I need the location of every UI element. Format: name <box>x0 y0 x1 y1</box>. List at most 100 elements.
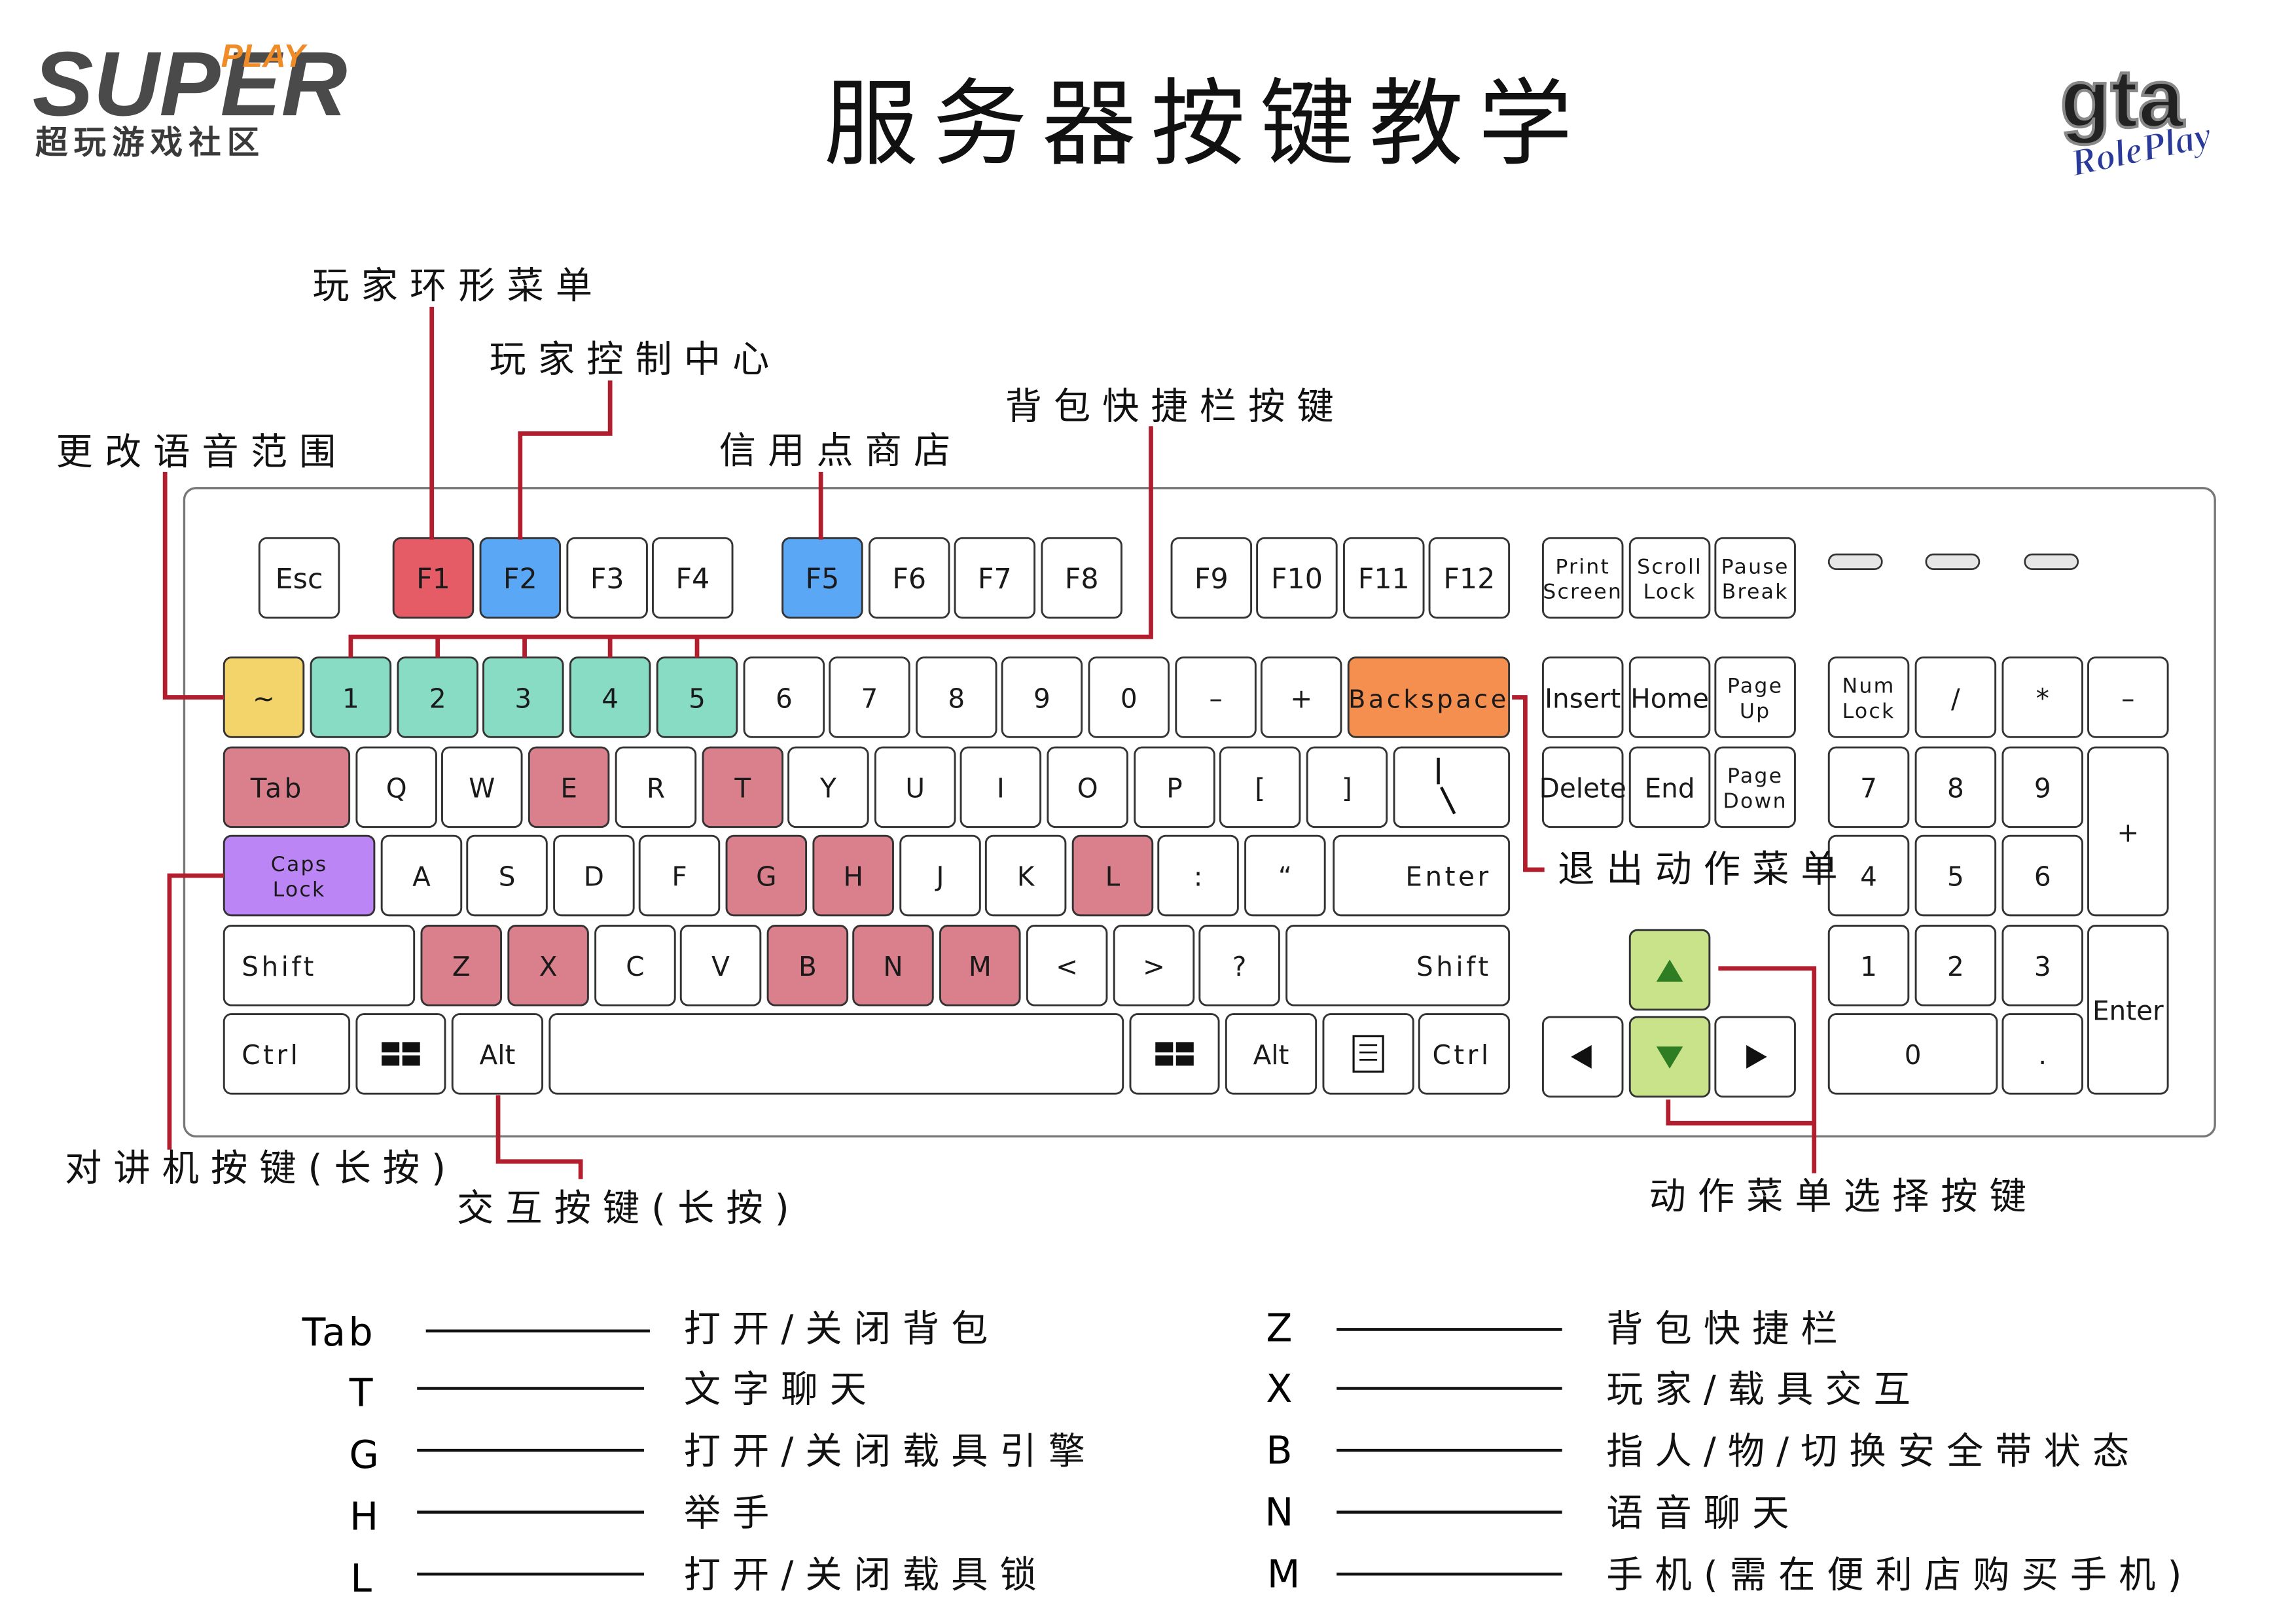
less-than-key[interactable]: < <box>1026 925 1108 1007</box>
left-ctrl-key[interactable]: Ctrl <box>223 1013 351 1095</box>
left-shift-key[interactable]: Shift <box>223 925 416 1007</box>
digit-7-key[interactable]: 7 <box>829 656 910 738</box>
quote-key[interactable]: “ <box>1244 834 1326 917</box>
colon-key[interactable]: : <box>1157 834 1239 917</box>
arrow-right-key[interactable] <box>1714 1016 1796 1098</box>
v-key[interactable]: V <box>679 925 762 1007</box>
s-key[interactable]: S <box>466 834 548 917</box>
q-key[interactable]: Q <box>355 746 437 829</box>
digit-0-key[interactable]: 0 <box>1088 656 1170 738</box>
numpad-1-key[interactable]: 1 <box>1827 925 1910 1007</box>
numpad-2-key[interactable]: 2 <box>1914 925 1997 1007</box>
right-alt-key[interactable]: Alt <box>1225 1013 1318 1095</box>
f9-key[interactable]: F9 <box>1170 537 1253 619</box>
digit-6-key[interactable]: 6 <box>743 656 825 738</box>
right-windows-key[interactable] <box>1129 1013 1220 1095</box>
numpad-0-key[interactable]: 0 <box>1827 1013 1998 1095</box>
a-key[interactable]: A <box>380 834 463 917</box>
f7-key[interactable]: F7 <box>954 537 1036 619</box>
numpad-3-key[interactable]: 3 <box>2001 925 2083 1007</box>
f5-key[interactable]: F5 <box>781 537 863 619</box>
numpad-enter-key[interactable]: Enter <box>2087 925 2169 1095</box>
k-key[interactable]: K <box>984 834 1067 917</box>
f1-key[interactable]: F1 <box>392 537 475 619</box>
digit-1-key[interactable]: 1 <box>310 656 392 738</box>
r-key[interactable]: R <box>615 746 697 829</box>
digit-9-key[interactable]: 9 <box>1001 656 1083 738</box>
f-key[interactable]: F <box>638 834 721 917</box>
numpad-9-key[interactable]: 9 <box>2001 746 2083 829</box>
numpad-star-key[interactable]: * <box>2001 656 2083 738</box>
f6-key[interactable]: F6 <box>868 537 950 619</box>
right-bracket-key[interactable]: ] <box>1306 746 1388 829</box>
home-key[interactable]: Home <box>1628 656 1711 738</box>
end-key[interactable]: End <box>1628 746 1711 829</box>
numpad-dot-key[interactable]: . <box>2001 1013 2083 1095</box>
d-key[interactable]: D <box>553 834 635 917</box>
y-key[interactable]: Y <box>787 746 869 829</box>
arrow-left-key[interactable] <box>1541 1016 1624 1098</box>
o-key[interactable]: O <box>1047 746 1128 829</box>
f8-key[interactable]: F8 <box>1041 537 1122 619</box>
numpad-7-key[interactable]: 7 <box>1827 746 1910 829</box>
f3-key[interactable]: F3 <box>566 537 648 619</box>
numpad-minus-key[interactable]: – <box>2087 656 2169 738</box>
f12-key[interactable]: F12 <box>1428 537 1511 619</box>
i-key[interactable]: I <box>960 746 1042 829</box>
n-key[interactable]: N <box>852 925 934 1007</box>
question-key[interactable]: ? <box>1198 925 1280 1007</box>
digit-3-key[interactable]: 3 <box>482 656 564 738</box>
arrow-up-key[interactable] <box>1628 929 1711 1011</box>
left-windows-key[interactable] <box>355 1013 446 1095</box>
f11-key[interactable]: F11 <box>1342 537 1425 619</box>
left-bracket-key[interactable]: [ <box>1219 746 1301 829</box>
f2-key[interactable]: F2 <box>479 537 562 619</box>
numpad-6-key[interactable]: 6 <box>2001 834 2083 917</box>
digit-2-key[interactable]: 2 <box>397 656 478 738</box>
p-key[interactable]: P <box>1134 746 1215 829</box>
c-key[interactable]: C <box>594 925 676 1007</box>
j-key[interactable]: J <box>899 834 981 917</box>
right-ctrl-key[interactable]: Ctrl <box>1418 1013 1511 1095</box>
digit-4-key[interactable]: 4 <box>569 656 651 738</box>
u-key[interactable]: U <box>874 746 956 829</box>
right-shift-key[interactable]: Shift <box>1285 925 1511 1007</box>
digit-8-key[interactable]: 8 <box>916 656 997 738</box>
x-key[interactable]: X <box>507 925 589 1007</box>
h-key[interactable]: H <box>812 834 894 917</box>
left-alt-key[interactable]: Alt <box>451 1013 544 1095</box>
menu-key[interactable] <box>1322 1013 1414 1095</box>
tilde-key[interactable]: ~ <box>223 656 305 738</box>
z-key[interactable]: Z <box>420 925 503 1007</box>
m-key[interactable]: M <box>939 925 1021 1007</box>
g-key[interactable]: G <box>725 834 808 917</box>
l-key[interactable]: L <box>1071 834 1154 917</box>
enter-key[interactable]: Enter <box>1333 834 1511 917</box>
delete-key[interactable]: Delete <box>1539 746 1626 829</box>
digit-5-key[interactable]: 5 <box>656 656 738 738</box>
t-key[interactable]: T <box>702 746 784 829</box>
e-key[interactable]: E <box>528 746 610 829</box>
greater-than-key[interactable]: > <box>1113 925 1195 1007</box>
backslash-key[interactable] <box>1393 746 1511 829</box>
b-key[interactable]: B <box>766 925 849 1007</box>
minus-key[interactable]: – <box>1175 656 1257 738</box>
f4-key[interactable]: F4 <box>651 537 734 619</box>
insert-key[interactable]: Insert <box>1541 656 1624 738</box>
esc-key[interactable]: Esc <box>258 537 340 619</box>
numpad-plus-key[interactable]: + <box>2087 746 2169 917</box>
space-bar[interactable] <box>548 1013 1124 1095</box>
tab-key[interactable]: Tab <box>223 746 351 829</box>
plus-key[interactable]: + <box>1260 656 1342 738</box>
numpad-5-key[interactable]: 5 <box>1914 834 1997 917</box>
numpad-8-key[interactable]: 8 <box>1914 746 1997 829</box>
w-key[interactable]: W <box>441 746 523 829</box>
numpad-4-key[interactable]: 4 <box>1827 834 1910 917</box>
